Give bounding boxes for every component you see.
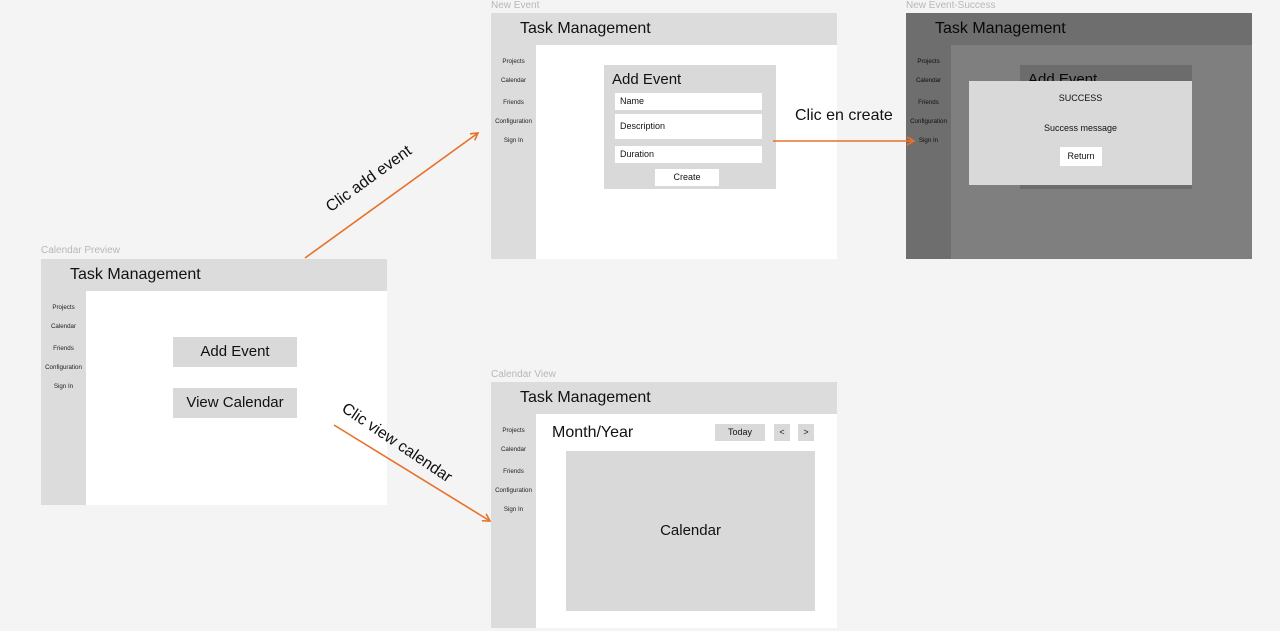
today-button[interactable]: Today <box>715 424 765 441</box>
calendar-view-frame: Task Management Projects Calendar Friend… <box>491 382 837 628</box>
calendar-preview-frame: Task Management Projects Calendar Friend… <box>41 259 387 505</box>
sidebar-item-projects[interactable]: Projects <box>502 58 525 65</box>
month-year-title: Month/Year <box>552 424 634 441</box>
next-button[interactable]: > <box>798 424 814 441</box>
app-header: Task Management <box>491 13 837 45</box>
app-header: Task Management <box>41 259 387 291</box>
sidebar-item-configuration[interactable]: Configuration <box>495 118 532 125</box>
form-title: Add Event <box>612 71 682 88</box>
app-title: Task Management <box>520 389 651 406</box>
dialog-title: SUCCESS <box>1058 93 1103 103</box>
sidebar: Projects Calendar Friends Configuration … <box>491 414 536 628</box>
sidebar-item-configuration[interactable]: Configuration <box>45 364 82 371</box>
return-button[interactable]: Return <box>1060 147 1102 166</box>
duration-input[interactable]: Duration <box>615 146 762 163</box>
sidebar-item-sign-in[interactable]: Sign In <box>503 137 524 144</box>
frame-label-new-event-success: New Event-Success <box>906 0 996 11</box>
frame-label-calendar-view: Calendar View <box>491 369 556 380</box>
sidebar-item-sign-in[interactable]: Sign In <box>53 383 74 390</box>
frame-label-new-event: New Event <box>491 0 540 11</box>
transition-label-create: Clic en create <box>795 107 893 124</box>
view-calendar-button[interactable]: View Calendar <box>173 388 297 418</box>
sidebar-item-projects[interactable]: Projects <box>502 427 525 434</box>
frame-label-calendar-preview: Calendar Preview <box>41 245 120 256</box>
sidebar-item-projects[interactable]: Projects <box>52 304 75 311</box>
new-event-success-frame: Task Management Projects Calendar Friend… <box>906 13 1252 259</box>
prev-button[interactable]: < <box>774 424 790 441</box>
app-title: Task Management <box>520 20 651 37</box>
success-dialog: SUCCESS Success message Return <box>969 81 1192 185</box>
sidebar-item-sign-in[interactable]: Sign In <box>503 506 524 513</box>
app-title: Task Management <box>70 266 201 283</box>
calendar-area[interactable]: Calendar <box>566 451 815 611</box>
add-event-form: Add Event Name Description Duration Crea… <box>604 65 776 189</box>
sidebar-item-calendar[interactable]: Calendar <box>500 77 527 84</box>
sidebar: Projects Calendar Friends Configuration … <box>491 45 536 259</box>
sidebar-item-friends[interactable]: Friends <box>53 345 74 352</box>
sidebar-item-friends[interactable]: Friends <box>503 99 524 106</box>
dialog-message: Success message <box>1043 123 1118 133</box>
app-header: Task Management <box>491 382 837 414</box>
name-input[interactable]: Name <box>615 93 762 110</box>
add-event-button[interactable]: Add Event <box>173 337 297 367</box>
arrow-add-event <box>304 132 480 259</box>
new-event-frame: Task Management Projects Calendar Friend… <box>491 13 837 259</box>
create-button[interactable]: Create <box>655 169 719 186</box>
arrow-view-calendar <box>333 424 492 522</box>
sidebar-item-calendar[interactable]: Calendar <box>500 446 527 453</box>
sidebar-item-friends[interactable]: Friends <box>503 468 524 475</box>
sidebar: Projects Calendar Friends Configuration … <box>41 291 86 505</box>
sidebar-item-configuration[interactable]: Configuration <box>495 487 532 494</box>
description-input[interactable]: Description <box>615 114 762 139</box>
sidebar-item-calendar[interactable]: Calendar <box>50 323 77 330</box>
